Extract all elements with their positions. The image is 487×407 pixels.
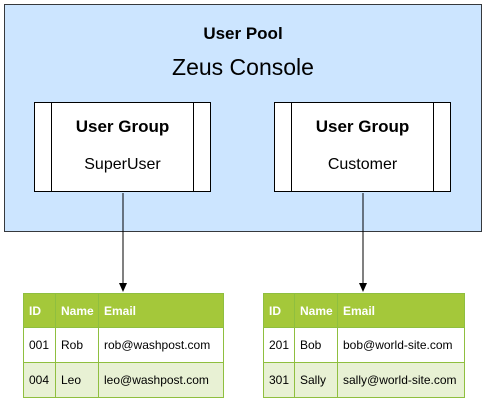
cell-email: leo@washpost.com: [98, 362, 224, 398]
cell-email: rob@washpost.com: [98, 327, 224, 363]
column-header-name: Name: [294, 293, 338, 328]
cell-id: 301: [263, 362, 295, 398]
cell-name: Bob: [294, 327, 338, 363]
user-group-name: SuperUser: [84, 156, 161, 173]
arrowhead-superuser: [119, 283, 127, 292]
cell-id: 001: [23, 327, 56, 363]
table-row: 201 Bob bob@world-site.com: [263, 327, 465, 363]
table-row: 004 Leo leo@washpost.com: [23, 362, 224, 398]
arrowhead-customer: [359, 283, 367, 292]
user-pool-title: User Pool: [203, 24, 283, 43]
column-header-id: ID: [23, 293, 56, 328]
user-pool-name: Zeus Console: [172, 54, 314, 80]
column-header-email: Email: [337, 293, 465, 328]
column-header-email: Email: [98, 293, 224, 328]
cell-email: bob@world-site.com: [337, 327, 465, 363]
user-group-title: User Group: [75, 117, 170, 136]
customer-users-table: ID Name Email 201 Bob bob@world-site.com…: [263, 293, 465, 398]
cell-name: Sally: [294, 362, 338, 398]
cell-name: Leo: [55, 362, 99, 398]
table-row: 001 Rob rob@washpost.com: [23, 327, 224, 363]
table-header-row: ID Name Email: [263, 293, 465, 328]
user-group-superuser: User Group SuperUser: [34, 102, 211, 192]
cell-email: sally@world-site.com: [337, 362, 465, 398]
superuser-users-table: ID Name Email 001 Rob rob@washpost.com 0…: [23, 293, 224, 398]
column-header-id: ID: [263, 293, 295, 328]
user-group-name: Customer: [327, 156, 398, 173]
table-header-row: ID Name Email: [23, 293, 224, 328]
cell-id: 201: [263, 327, 295, 363]
user-group-title: User Group: [315, 117, 410, 136]
table-row: 301 Sally sally@world-site.com: [263, 362, 465, 398]
cell-name: Rob: [55, 327, 99, 363]
column-header-name: Name: [55, 293, 99, 328]
cell-id: 004: [23, 362, 56, 398]
user-group-customer: User Group Customer: [274, 102, 451, 192]
